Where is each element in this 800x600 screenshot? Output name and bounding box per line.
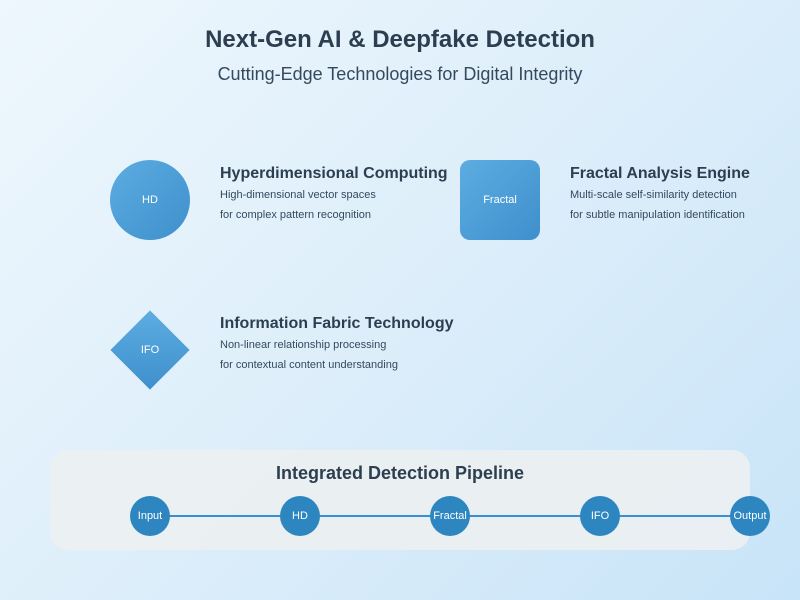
tech-title-information-fabric: Information Fabric Technology — [220, 315, 454, 332]
tech-desc-line2-hyperdimensional: for complex pattern recognition — [220, 209, 372, 221]
tech-desc-line1-fractal: Multi-scale self-similarity detection — [570, 189, 737, 201]
fractal-square-icon: Fractal — [460, 160, 540, 240]
pipeline-node-input: Input — [130, 496, 170, 536]
pipeline-title: Integrated Detection Pipeline — [275, 463, 525, 483]
hd-icon-label: HD — [142, 194, 158, 206]
ifo-icon-label: IFO — [140, 344, 160, 356]
tech-title-fractal: Fractal Analysis Engine — [570, 165, 750, 182]
fractal-icon-label: Fractal — [483, 194, 517, 206]
hd-circle-icon: HD — [110, 160, 190, 240]
pipeline-node-ifo: IFO — [580, 496, 620, 536]
tech-desc-line2-fractal: for subtle manipulation identification — [570, 209, 745, 221]
pipeline-node-hd: HD — [280, 496, 320, 536]
tech-desc-line2-information-fabric: for contextual content understanding — [220, 359, 398, 371]
pipeline-node-fractal: Fractal — [430, 496, 470, 536]
pipeline-node-output: Output — [730, 496, 770, 536]
tech-desc-line1-information-fabric: Non-linear relationship processing — [220, 339, 387, 351]
tech-desc-line1-hyperdimensional: High-dimensional vector spaces — [220, 189, 376, 201]
page-subtitle: Cutting-Edge Technologies for Digital In… — [217, 64, 583, 84]
tech-title-hyperdimensional: Hyperdimensional Computing — [220, 165, 448, 182]
page-title: Next-Gen AI & Deepfake Detection — [205, 26, 595, 53]
pipeline-panel — [50, 450, 750, 550]
